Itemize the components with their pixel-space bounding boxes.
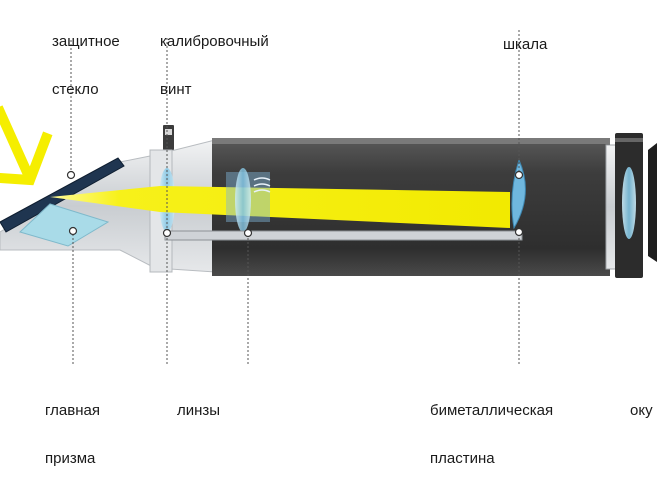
refractometer-drawing <box>0 30 657 366</box>
leader-lines <box>70 30 520 366</box>
label-protective-glass: защитное стекло <box>52 33 120 98</box>
label-scale: шкала <box>503 36 548 53</box>
label-eyepiece: оку <box>630 402 653 419</box>
eyepiece-lens <box>622 167 636 239</box>
incoming-light-arrow <box>0 105 53 186</box>
main-prism <box>19 203 110 247</box>
protective-glass <box>0 157 125 233</box>
bimetallic-plate <box>164 230 523 241</box>
label-calibration-screw: калибровочный винт <box>160 33 269 98</box>
light-beam <box>50 186 510 228</box>
label-main-prism: главная призма <box>45 402 100 467</box>
leader-dots <box>66 170 524 238</box>
eyepiece-cup <box>648 143 657 262</box>
label-bimetallic-plate: биметаллическая пластина <box>430 402 554 467</box>
label-lenses: линзы <box>177 402 221 419</box>
lens-2 <box>235 168 251 232</box>
refractometer-diagram: защитное стекло калибровочный винт шкала… <box>0 30 657 467</box>
